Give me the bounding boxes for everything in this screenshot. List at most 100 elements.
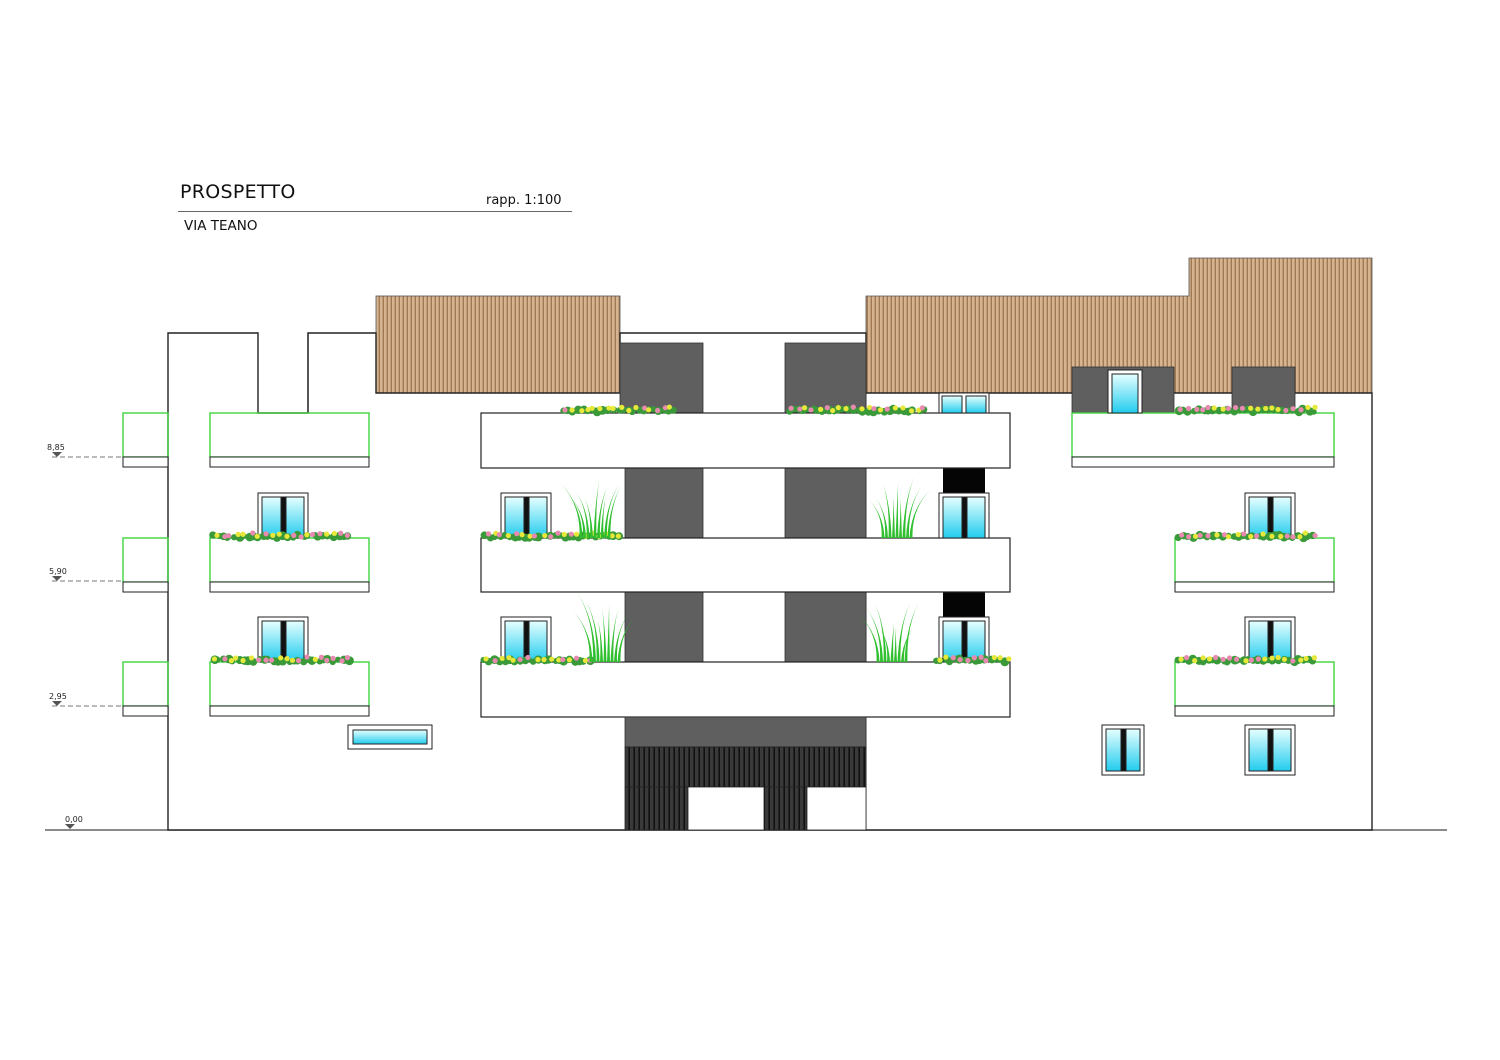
- flower: [569, 407, 575, 413]
- flower: [965, 657, 971, 664]
- grass-blade: [902, 476, 915, 538]
- grass-blade: [597, 485, 608, 538]
- grass-blade: [614, 613, 629, 662]
- flower: [606, 405, 612, 411]
- flower: [971, 655, 977, 661]
- flower: [562, 407, 568, 413]
- flower: [824, 405, 830, 411]
- flower: [330, 655, 336, 661]
- grass-blade: [895, 482, 899, 538]
- flower: [270, 532, 276, 538]
- flower: [527, 533, 533, 539]
- flower: [1211, 405, 1217, 411]
- flower: [263, 531, 269, 537]
- flower: [610, 405, 616, 412]
- flower: [1275, 654, 1281, 661]
- flower: [1205, 533, 1211, 539]
- flower: [900, 405, 906, 411]
- flower: [1290, 534, 1296, 540]
- title-rule: [178, 211, 572, 212]
- flower: [1253, 533, 1260, 539]
- flower: [284, 656, 290, 662]
- grass-blade: [897, 602, 911, 662]
- flower: [483, 656, 489, 662]
- drawing-scale: rapp. 1:100: [486, 193, 562, 208]
- flower: [276, 531, 282, 537]
- flower: [626, 407, 632, 414]
- flower: [291, 532, 297, 538]
- flower: [1235, 531, 1241, 538]
- flower: [324, 657, 330, 663]
- flower: [1243, 658, 1249, 664]
- flower: [1283, 407, 1289, 414]
- flower: [867, 404, 873, 411]
- flower: [1305, 404, 1311, 411]
- flower: [1298, 657, 1304, 663]
- flower: [1194, 406, 1200, 412]
- flower: [1225, 405, 1231, 412]
- flower: [228, 658, 235, 664]
- flower: [560, 656, 566, 663]
- flower: [1185, 534, 1192, 540]
- flower: [568, 531, 574, 537]
- flower: [1241, 531, 1247, 537]
- flower: [1248, 657, 1254, 663]
- flower: [226, 533, 232, 539]
- flower: [556, 657, 562, 663]
- flower: [579, 408, 585, 414]
- flower: [950, 655, 956, 661]
- flower: [1290, 658, 1296, 664]
- grass-blade: [906, 487, 922, 538]
- level-marker-icon: 8,85: [47, 443, 123, 458]
- grass-blade: [866, 607, 883, 662]
- flower: [1284, 533, 1290, 539]
- grass-blade: [899, 497, 902, 538]
- flower: [506, 655, 512, 661]
- flower: [555, 530, 561, 536]
- flower: [641, 405, 648, 411]
- flower: [646, 407, 652, 413]
- flower: [801, 405, 808, 411]
- flower: [1248, 405, 1254, 411]
- flower: [517, 656, 523, 663]
- flower: [254, 533, 260, 539]
- flower: [1248, 533, 1254, 540]
- flower: [531, 533, 537, 539]
- grass-blade: [879, 628, 890, 662]
- flower: [585, 406, 591, 413]
- flower: [232, 655, 239, 661]
- flower: [655, 407, 661, 414]
- foliage-blob: [1310, 408, 1317, 415]
- flower: [309, 531, 316, 538]
- foliage-blob: [945, 657, 954, 666]
- flower: [211, 656, 218, 662]
- flower: [843, 406, 849, 412]
- flower: [1312, 404, 1318, 410]
- flower: [835, 405, 841, 411]
- flower: [256, 657, 262, 663]
- flower: [1177, 406, 1183, 413]
- flower: [1269, 405, 1275, 411]
- flower: [1205, 404, 1211, 411]
- flower: [1302, 530, 1308, 536]
- flower: [324, 531, 330, 537]
- flower: [919, 405, 925, 411]
- flower: [978, 654, 984, 660]
- flower: [1213, 654, 1219, 661]
- flower: [235, 531, 241, 537]
- flower: [1303, 655, 1309, 662]
- grass-blade: [904, 603, 919, 662]
- flower: [1239, 405, 1246, 411]
- grass-blade: [875, 603, 887, 662]
- flower: [331, 530, 337, 537]
- flower: [1255, 656, 1261, 662]
- grass-blade: [909, 489, 931, 538]
- flower: [1221, 532, 1228, 538]
- flower: [1192, 658, 1198, 664]
- flower: [317, 531, 323, 537]
- flower: [1179, 532, 1185, 538]
- level-marker-icon: 0,00: [65, 815, 83, 829]
- flower: [937, 657, 943, 663]
